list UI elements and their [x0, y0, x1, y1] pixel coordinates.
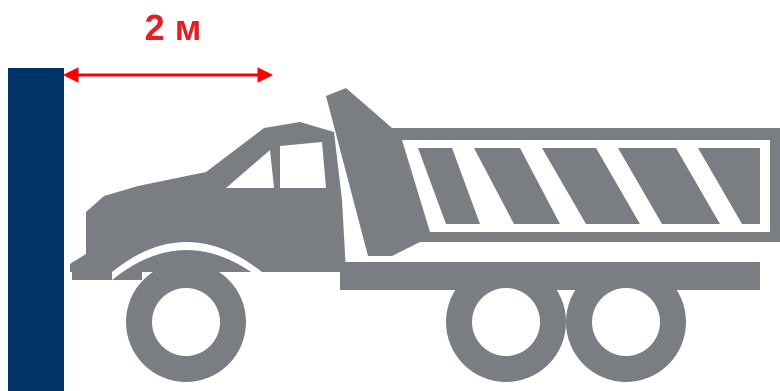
rear-hub-2 [592, 288, 660, 356]
wall-icon [8, 68, 64, 391]
cab-door-window [280, 142, 326, 188]
distance-label: 2 м [118, 6, 228, 50]
front-hub [152, 288, 220, 356]
rear-hub-1 [472, 288, 540, 356]
double-arrow-icon [64, 68, 272, 82]
